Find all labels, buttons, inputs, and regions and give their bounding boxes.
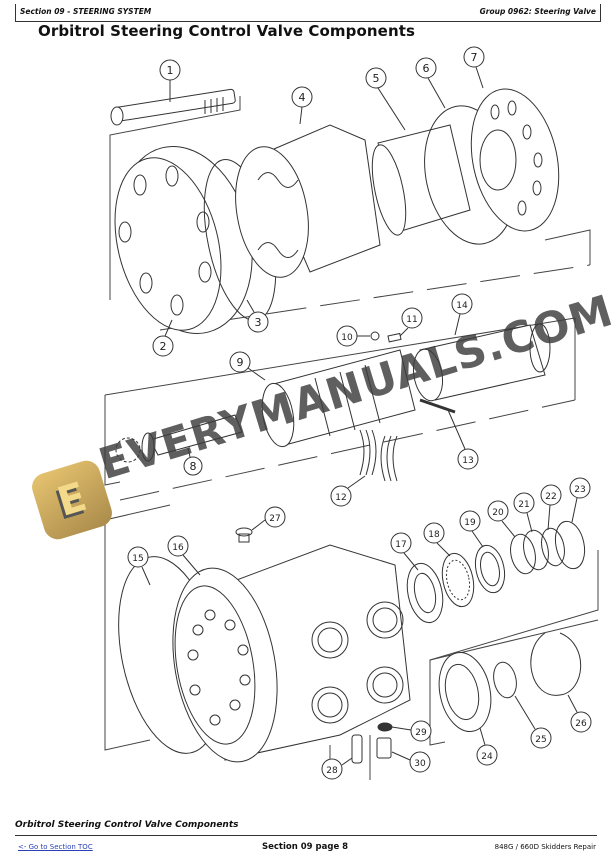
callout-10: 10 — [336, 325, 370, 347]
assembly-guide-lines — [104, 96, 599, 780]
part-25-seal — [493, 661, 517, 699]
svg-text:26: 26 — [575, 719, 587, 729]
part-12-springs — [359, 429, 398, 482]
group-label: Group 0962: Steering Valve — [479, 7, 596, 16]
callout-8: 8 — [183, 447, 203, 476]
part-30-plug — [376, 737, 392, 759]
callout-4: 4 — [291, 86, 313, 125]
svg-text:20: 20 — [492, 508, 504, 518]
svg-text:28: 28 — [326, 766, 338, 776]
callout-22: 22 — [540, 484, 562, 531]
callout-6: 6 — [415, 57, 446, 109]
svg-text:22: 22 — [545, 492, 556, 502]
callout-16: 16 — [167, 535, 201, 576]
part-4-gerotor — [235, 124, 381, 278]
part-9-sleeve — [261, 349, 416, 448]
part-13-pin — [419, 398, 456, 414]
svg-text:4: 4 — [299, 91, 306, 104]
part-7-plate — [470, 88, 560, 232]
svg-text:17: 17 — [395, 540, 406, 550]
page-header: Section 09 - STEERING SYSTEM Group 0962:… — [15, 4, 601, 22]
svg-text:10: 10 — [341, 333, 353, 343]
section-label: Section 09 - STEERING SYSTEM — [20, 7, 152, 16]
footer-divider — [15, 835, 597, 836]
callout-14: 14 — [451, 293, 473, 336]
svg-text:13: 13 — [462, 456, 473, 466]
callout-19: 19 — [459, 510, 484, 548]
callout-15: 15 — [127, 546, 151, 586]
part-28-valve — [351, 734, 363, 764]
page-title: Orbitrol Steering Control Valve Componen… — [38, 22, 416, 40]
callout-1: 1 — [159, 59, 181, 102]
callout-25: 25 — [514, 695, 552, 749]
footer-title: Orbitrol Steering Control Valve Componen… — [15, 820, 239, 830]
svg-text:16: 16 — [172, 543, 184, 553]
callout-28: 28 — [321, 757, 353, 780]
part-29-ball — [377, 722, 393, 732]
callout-13: 13 — [447, 409, 479, 470]
svg-text:21: 21 — [518, 500, 529, 510]
svg-text:30: 30 — [414, 759, 426, 769]
callout-20: 20 — [487, 500, 516, 538]
callout-9: 9 — [229, 351, 266, 381]
svg-text:8: 8 — [190, 460, 197, 473]
callout-5: 5 — [365, 67, 406, 131]
part-16-housing — [172, 544, 411, 763]
svg-text:11: 11 — [406, 315, 417, 325]
svg-text:19: 19 — [464, 518, 476, 528]
parts-17-23-bearing-stack — [406, 520, 586, 624]
svg-text:18: 18 — [428, 530, 440, 540]
part-2-end-cap — [114, 145, 253, 335]
svg-text:15: 15 — [132, 554, 143, 564]
part-5-rotor — [371, 124, 471, 236]
callout-2: 2 — [152, 319, 174, 357]
part-14-spool — [412, 323, 551, 402]
part-24-seal-housing — [438, 652, 492, 732]
callout-17: 17 — [390, 532, 419, 571]
manual-title: 848G / 660D Skidders Repair — [494, 843, 596, 851]
part-1-bolt — [110, 88, 236, 126]
callout-7: 7 — [463, 46, 485, 89]
page-number: Section 09 page 8 — [262, 842, 349, 852]
svg-text:1: 1 — [167, 64, 174, 77]
svg-text:27: 27 — [269, 514, 280, 524]
callout-27: 27 — [251, 506, 286, 531]
watermark-logo-letter: E — [52, 474, 92, 526]
part-11-key — [387, 332, 402, 343]
callout-18: 18 — [423, 522, 451, 557]
callout-11: 11 — [399, 307, 423, 337]
callout-21: 21 — [513, 492, 535, 533]
svg-text:12: 12 — [335, 493, 346, 503]
svg-text:23: 23 — [574, 485, 585, 495]
svg-text:9: 9 — [237, 356, 244, 369]
svg-text:14: 14 — [456, 301, 468, 311]
part-8-drive-shaft — [115, 414, 243, 463]
go-to-section-toc-link[interactable]: <- Go to Section TOC — [18, 843, 93, 851]
svg-text:29: 29 — [415, 728, 427, 738]
part-27-plug — [235, 527, 253, 543]
svg-text:7: 7 — [471, 51, 478, 64]
callout-29: 29 — [391, 720, 432, 742]
callout-23: 23 — [569, 477, 591, 523]
part-10-ball — [370, 331, 380, 341]
svg-text:3: 3 — [255, 316, 262, 329]
svg-text:25: 25 — [535, 735, 546, 745]
callout-3: 3 — [246, 299, 269, 333]
callout-24: 24 — [476, 727, 498, 766]
svg-text:2: 2 — [160, 340, 167, 353]
callout-26: 26 — [567, 694, 592, 733]
part-26-snap-ring — [530, 632, 582, 696]
svg-text:5: 5 — [373, 72, 380, 85]
svg-text:6: 6 — [423, 62, 430, 75]
svg-text:24: 24 — [481, 752, 493, 762]
callout-12: 12 — [330, 475, 366, 507]
callout-30: 30 — [391, 751, 431, 773]
callout-group: 1 2 3 4 5 6 7 8 9 10 11 12 13 14 15 16 1… — [127, 46, 592, 780]
